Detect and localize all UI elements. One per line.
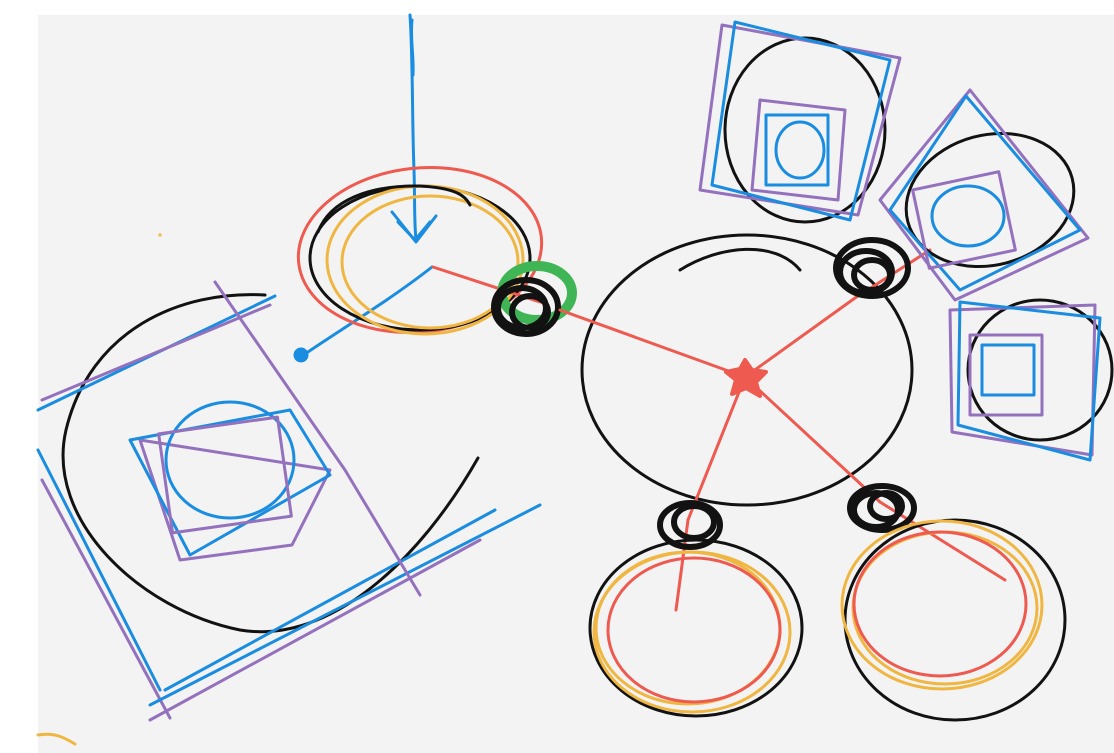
orange-dot: [158, 233, 162, 237]
hub-star: [724, 358, 768, 398]
junction-knot-bottom-right: [847, 483, 917, 533]
sketch-square-right: [948, 298, 1114, 462]
junction-knot-green: [491, 261, 577, 337]
target-bottom-left: [588, 538, 804, 718]
junction-knot-top-right: [833, 237, 911, 299]
junction-knot-bottom-left: [657, 500, 723, 550]
hub-circle: [558, 233, 1007, 612]
target-bottom-right: [840, 518, 1067, 722]
arrow-down: [293, 13, 438, 363]
sketch-square-top: [698, 20, 902, 224]
sketch-square-left: [36, 280, 542, 722]
orange-mark: [36, 732, 77, 746]
sketch-square-middle: [878, 88, 1090, 302]
drawing-paper[interactable]: [38, 15, 1114, 753]
